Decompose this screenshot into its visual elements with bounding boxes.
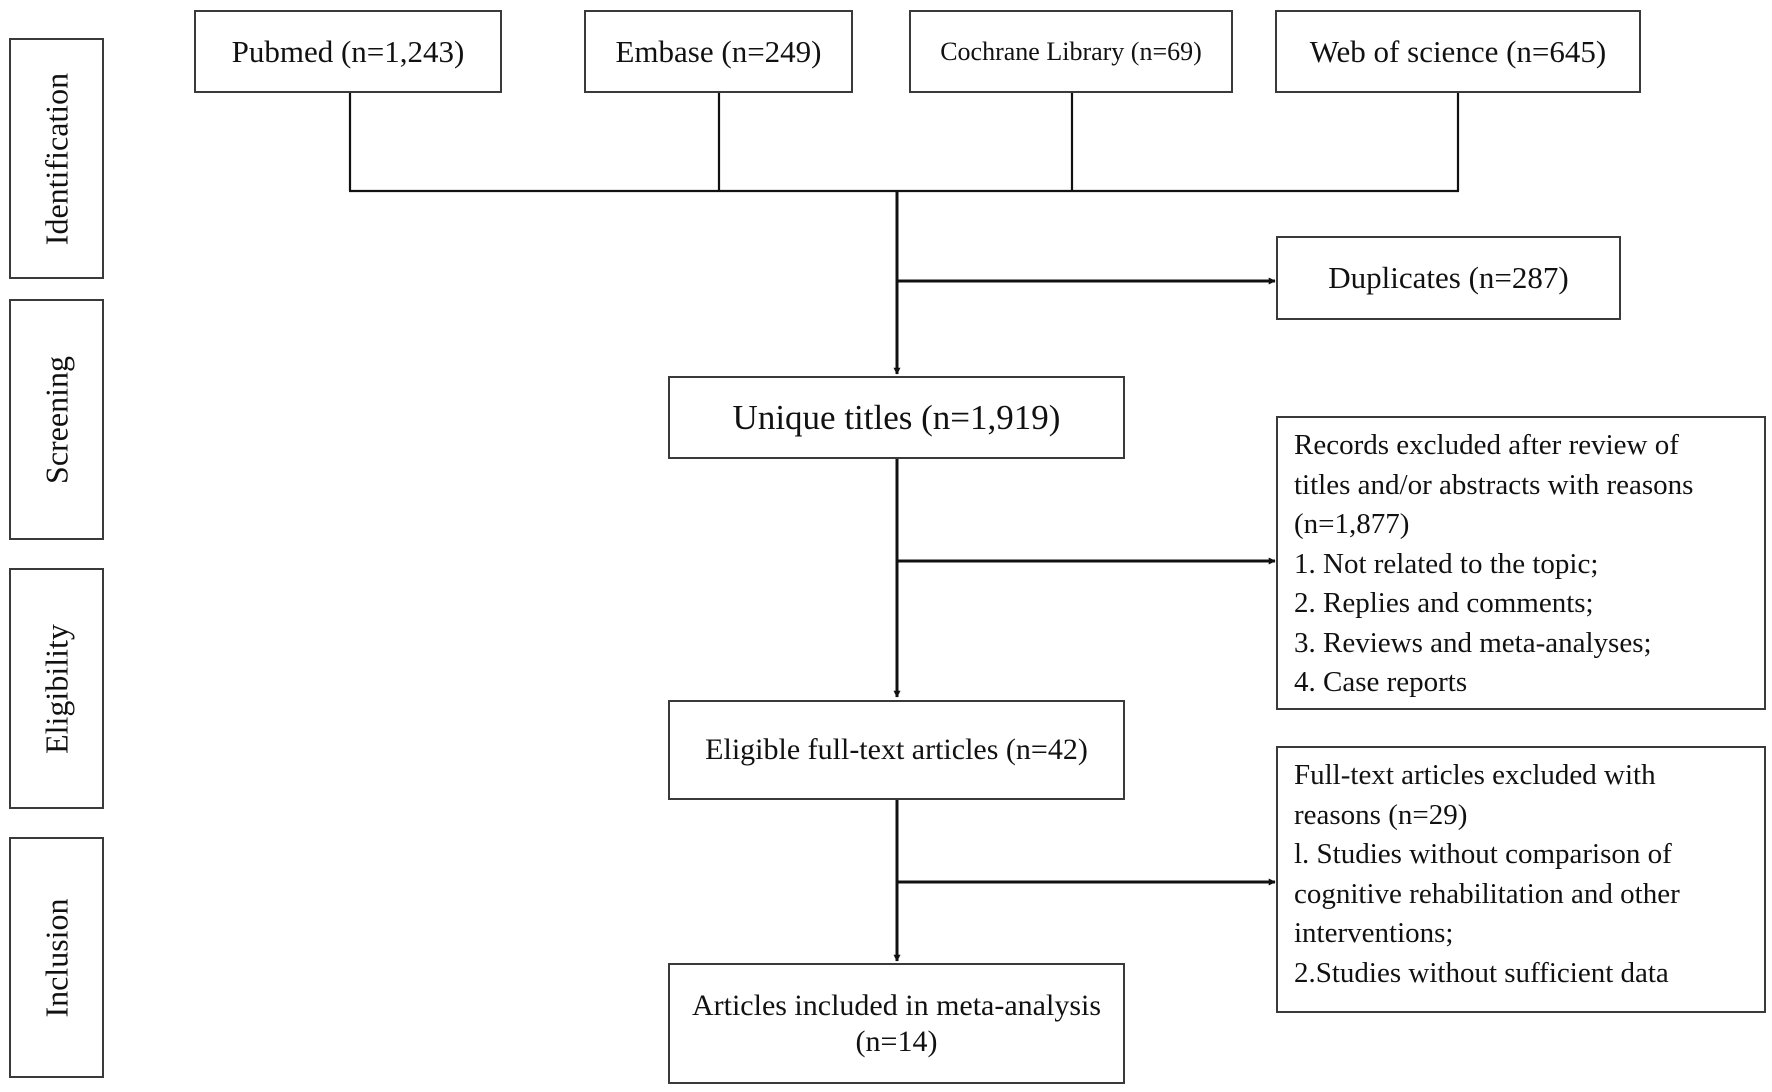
- records-excluded-line: 1. Not related to the topic;: [1294, 547, 1599, 580]
- stage-eligibility-label: Eligibility: [38, 623, 74, 754]
- stage-eligibility: Eligibility: [9, 568, 104, 809]
- source-wos-label: Web of science (n=645): [1309, 33, 1607, 69]
- fulltext-excluded-line: interventions;: [1294, 917, 1454, 949]
- records-excluded-line: 2. Replies and comments;: [1294, 587, 1594, 619]
- duplicates-label: Duplicates (n=287): [1328, 260, 1569, 295]
- source-cochrane-label: Cochrane Library (n=69): [940, 36, 1202, 66]
- records-excluded-line: 3. Reviews and meta-analyses;: [1294, 626, 1652, 659]
- stage-inclusion-label: Inclusion: [38, 897, 74, 1018]
- eligible-label: Eligible full-text articles (n=42): [705, 733, 1088, 766]
- fulltext-excluded-line: l. Studies without comparison of: [1294, 838, 1672, 870]
- eligible-box: Eligible full-text articles (n=42): [668, 700, 1125, 800]
- source-cochrane: Cochrane Library (n=69): [909, 10, 1233, 93]
- records-excluded-box: Records excluded after review of titles …: [1276, 416, 1766, 710]
- stage-inclusion: Inclusion: [9, 837, 104, 1078]
- stage-screening: Screening: [9, 299, 104, 540]
- duplicates-box: Duplicates (n=287): [1276, 236, 1621, 320]
- records-excluded-line: Records excluded after review of: [1294, 429, 1679, 461]
- fulltext-excluded-line: Full-text articles excluded with: [1294, 759, 1656, 791]
- included-box: Articles included in meta-analysis (n=14…: [668, 963, 1125, 1084]
- source-pubmed: Pubmed (n=1,243): [194, 10, 502, 93]
- fulltext-excluded-line: 2.Studies without sufficient data: [1294, 956, 1669, 989]
- stage-identification-label: Identification: [38, 72, 74, 245]
- fulltext-excluded-line: cognitive rehabilitation and other: [1294, 877, 1680, 910]
- unique-titles-label: Unique titles (n=1,919): [732, 397, 1061, 437]
- records-excluded-line: 4. Case reports: [1294, 666, 1468, 698]
- unique-titles-box: Unique titles (n=1,919): [668, 376, 1125, 459]
- source-embase: Embase (n=249): [584, 10, 853, 93]
- stage-screening-label: Screening: [38, 355, 74, 484]
- source-pubmed-label: Pubmed (n=1,243): [231, 33, 465, 69]
- records-excluded-line: titles and/or abstracts with reasons: [1294, 468, 1694, 501]
- included-count: (n=14): [855, 1024, 938, 1058]
- fulltext-excluded-line: reasons (n=29): [1294, 798, 1468, 831]
- records-excluded-line: (n=1,877): [1294, 508, 1410, 540]
- source-web-of-science: Web of science (n=645): [1275, 10, 1641, 93]
- source-embase-label: Embase (n=249): [615, 33, 822, 69]
- included-label: Articles included in meta-analysis: [691, 988, 1102, 1022]
- fulltext-excluded-box: Full-text articles excluded with reasons…: [1276, 746, 1766, 1013]
- stage-identification: Identification: [9, 38, 104, 279]
